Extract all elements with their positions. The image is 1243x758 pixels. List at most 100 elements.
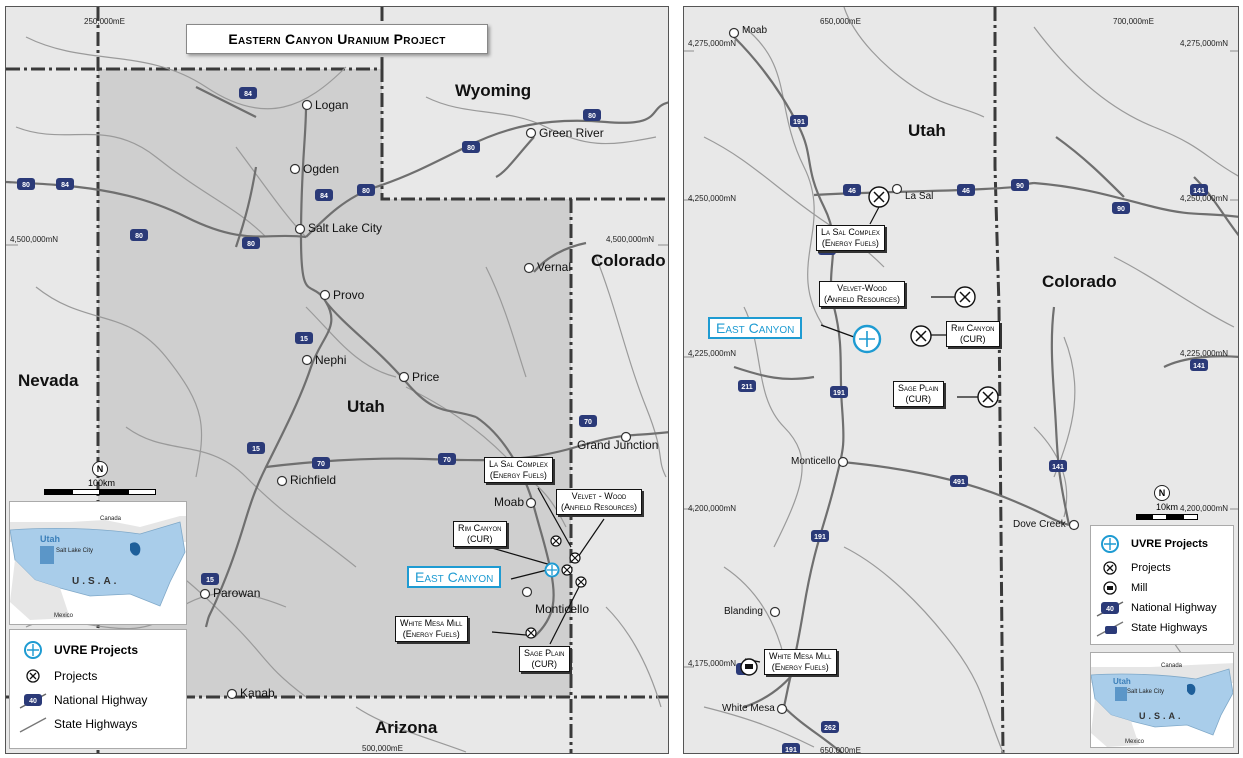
state-highway-icon <box>18 714 48 734</box>
scale-bar <box>1136 514 1198 520</box>
legend-label-uvre: UVRE Projects <box>54 643 139 657</box>
pickaxe-project-icon <box>18 666 48 686</box>
coord-label-n1-right: 4,275,000mN <box>1180 39 1229 48</box>
scale-label: 100km <box>88 478 116 488</box>
inset-label-mexico: Mexico <box>1125 739 1145 745</box>
legend-row-projects: Projects <box>18 666 97 686</box>
legend-label-state: State Highways <box>54 717 138 731</box>
svg-text:80: 80 <box>362 188 370 195</box>
highway-shield-label: 84 <box>244 91 252 98</box>
coord-label-top-650: 650,000mE <box>820 17 861 26</box>
legend-row-state: State Highways <box>18 714 137 734</box>
svg-text:90: 90 <box>1016 183 1024 190</box>
svg-text:191: 191 <box>814 534 826 541</box>
legend-row-national: 40 National Highway <box>18 690 147 710</box>
callout-rim-canyon: Rim Canyon (CUR) <box>946 321 1000 347</box>
uvre-project-icon <box>1095 534 1125 554</box>
callout-la-sal-name: La Sal Complex <box>489 459 548 469</box>
city-label-moab: Moab <box>742 25 768 36</box>
svg-text:191: 191 <box>793 119 805 126</box>
callout-leaders <box>491 487 605 645</box>
coord-label-n5: 4,175,000mN <box>688 659 737 668</box>
city-label-green-river: Green River <box>539 126 604 140</box>
scale-label: 10km <box>1156 502 1179 512</box>
inset-label-mexico: Mexico <box>54 613 74 619</box>
inset-label-usa: U.S.A. <box>1139 711 1184 721</box>
callout-east-canyon: East Canyon <box>407 566 502 588</box>
north-arrow-icon: N <box>1154 485 1170 501</box>
city-label-parowan: Parowan <box>213 586 261 600</box>
legend-label-projects: Projects <box>54 669 98 683</box>
city-label-blanding: Blanding <box>724 606 763 617</box>
city-label-la-sal: La Sal <box>905 191 934 202</box>
callout-la-sal-name: La Sal Complex <box>821 227 880 237</box>
state-label-utah: Utah <box>347 397 385 416</box>
svg-text:15: 15 <box>300 336 308 343</box>
city-label-white-mesa: White Mesa <box>722 703 775 714</box>
inset-label-canada: Canada <box>1161 663 1183 669</box>
state-label-utah: Utah <box>908 121 946 140</box>
callout-la-sal-owner: (Energy Fuels) <box>489 470 547 480</box>
svg-text:84: 84 <box>320 193 328 200</box>
callout-sage-owner: (CUR) <box>905 394 932 404</box>
legend-label-uvre: UVRE Projects <box>1131 538 1209 550</box>
callout-velvet-name: Velvet-Wood <box>837 283 887 293</box>
legend-row-projects: Projects <box>1095 558 1171 578</box>
svg-text:191: 191 <box>833 390 845 397</box>
callout-white-mesa-mill: White Mesa Mill (Energy Fuels) <box>395 616 468 642</box>
svg-text:191: 191 <box>785 747 797 754</box>
regional-map-canvas: 84 84 80 80 80 80 80 80 84 15 15 70 70 7… <box>6 7 668 753</box>
callout-velvet-owner: (Anfield Resources) <box>824 294 901 304</box>
legend-row-national: 40 National Highway <box>1095 598 1217 618</box>
callout-rim-canyon: Rim Canyon (CUR) <box>453 521 507 547</box>
legend-label-mill: Mill <box>1131 582 1148 594</box>
city-label-ogden: Ogden <box>303 162 340 176</box>
callout-velvet-name: Velvet - Wood <box>571 491 627 501</box>
svg-text:491: 491 <box>953 479 965 486</box>
svg-text:70: 70 <box>443 457 451 464</box>
city-label-price: Price <box>412 370 440 384</box>
callout-la-sal-complex: La Sal Complex (Energy Fuels) <box>484 457 553 483</box>
coord-label-left: 4,500,000mN <box>10 235 59 244</box>
callout-white-mesa-name: White Mesa Mill <box>769 651 832 661</box>
usa-inset-canvas <box>1091 653 1233 747</box>
callout-sage-plain: Sage Plain (CUR) <box>893 381 944 407</box>
callout-velvet-wood: Velvet - Wood (Anfield Resources) <box>556 489 643 515</box>
callout-east-canyon: East Canyon <box>708 317 803 339</box>
coord-label-n2-right: 4,250,000mN <box>1180 194 1229 203</box>
city-label-vernal: Vernal <box>537 260 572 274</box>
svg-text:141: 141 <box>1193 363 1205 370</box>
callout-la-sal-complex: La Sal Complex (Energy Fuels) <box>816 225 885 251</box>
svg-text:84: 84 <box>61 182 69 189</box>
svg-text:70: 70 <box>317 461 325 468</box>
inset-label-utah: Utah <box>1113 677 1131 686</box>
north-arrow-icon: N <box>92 461 108 477</box>
svg-text:80: 80 <box>22 182 30 189</box>
legend-row-mill: Mill <box>1095 578 1148 598</box>
callout-white-mesa-name: White Mesa Mill <box>400 618 463 628</box>
city-label-salt-lake-city: Salt Lake City <box>308 221 383 235</box>
svg-text:80: 80 <box>467 145 475 152</box>
svg-text:80: 80 <box>247 241 255 248</box>
callout-white-mesa-owner: (Energy Fuels) <box>402 629 460 639</box>
svg-text:141: 141 <box>1193 188 1205 195</box>
state-label-colorado: Colorado <box>1042 272 1117 291</box>
state-label-colorado: Colorado <box>591 251 666 270</box>
regional-map-panel: 84 84 80 80 80 80 80 80 84 15 15 70 70 7… <box>5 6 669 754</box>
pickaxe-project-icon <box>1095 558 1125 578</box>
project-symbols <box>740 186 999 676</box>
svg-text:15: 15 <box>206 577 214 584</box>
legend-right: UVRE Projects Projects Mill 40 National … <box>1090 525 1234 645</box>
callout-white-mesa-mill: White Mesa Mill (Energy Fuels) <box>764 649 837 675</box>
legend-row-uvre: UVRE Projects <box>18 640 138 660</box>
usa-inset-canvas <box>10 502 186 624</box>
state-highway-icon <box>1095 618 1125 638</box>
coord-label-n4-right: 4,200,000mN <box>1180 504 1229 513</box>
callout-la-sal-owner: (Energy Fuels) <box>821 238 879 248</box>
scale-bar <box>44 489 156 495</box>
city-markers <box>728 27 1080 715</box>
inset-label-usa: U.S.A. <box>72 576 120 587</box>
coord-label-n4: 4,200,000mN <box>688 504 737 513</box>
coord-label-right: 4,500,000mN <box>606 235 655 244</box>
callout-sage-plain: Sage Plain (CUR) <box>519 646 570 672</box>
